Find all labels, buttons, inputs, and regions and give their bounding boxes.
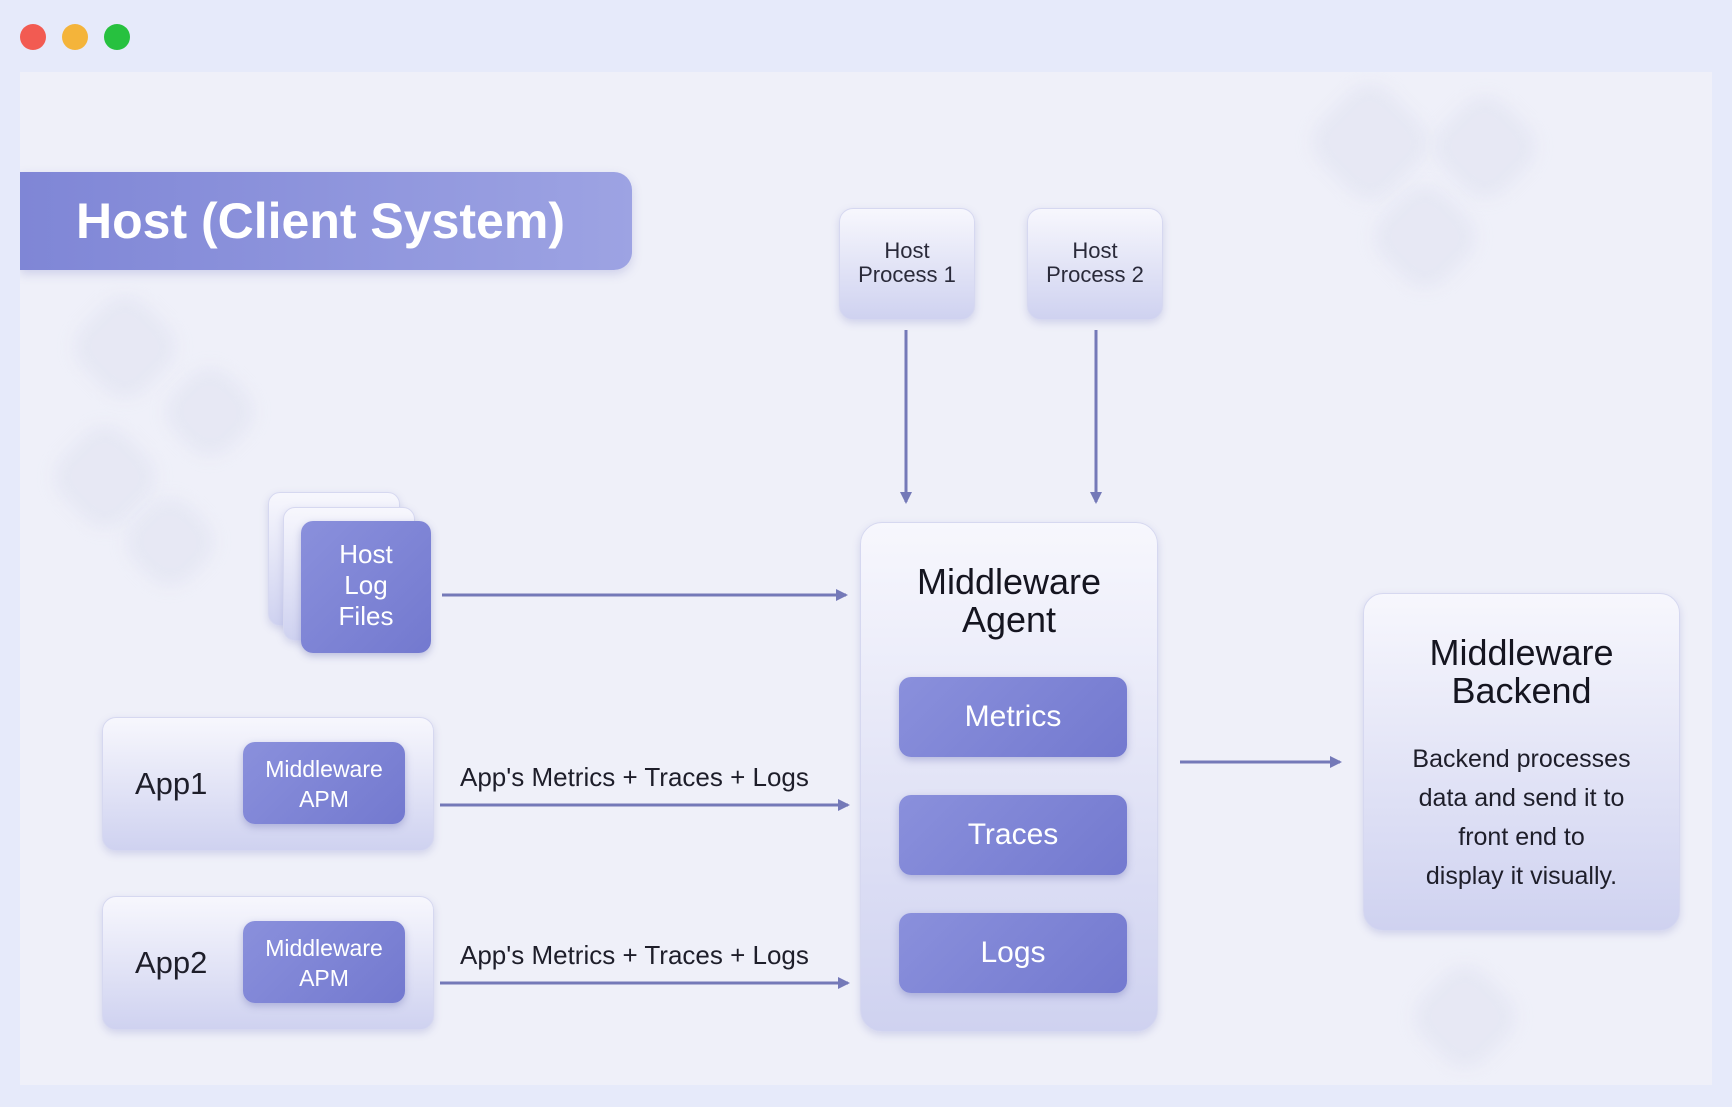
app1-label: App1 bbox=[135, 766, 208, 801]
middleware-agent-title-line2: Agent bbox=[961, 599, 1057, 640]
backend-desc-line4: display it visually. bbox=[1425, 862, 1618, 890]
flow-arrows bbox=[440, 330, 1342, 989]
middleware-agent-title: Middleware Agent bbox=[861, 563, 1157, 639]
host-process-1-node: Host Process 1 bbox=[839, 208, 975, 320]
host-process-2-node: Host Process 2 bbox=[1027, 208, 1163, 320]
middleware-agent-title-line1: Middleware bbox=[916, 561, 1102, 602]
middleware-backend-description: Backend processes data and send it to fr… bbox=[1364, 740, 1679, 896]
middleware-agent-node: Middleware Agent Metrics Traces Logs bbox=[860, 522, 1158, 1032]
host-process-1-label: Host Process 1 bbox=[840, 239, 974, 287]
host-process-1-line1: Host bbox=[884, 238, 930, 263]
app2-edge-label: App's Metrics + Traces + Logs bbox=[460, 940, 809, 970]
middleware-backend-title-line1: Middleware bbox=[1429, 632, 1614, 673]
host-log-files-line2: Log bbox=[344, 570, 388, 600]
host-log-files-line1: Host bbox=[339, 539, 393, 569]
app1-edge-label: App's Metrics + Traces + Logs bbox=[460, 762, 809, 792]
minimize-window-button[interactable] bbox=[62, 24, 88, 50]
app2-apm-line2: APM bbox=[299, 965, 349, 991]
app2-apm-line1: Middleware bbox=[265, 935, 383, 961]
host-process-2-line2: Process 2 bbox=[1046, 262, 1144, 287]
banner-title: Host (Client System) bbox=[76, 193, 565, 249]
host-process-1-line2: Process 1 bbox=[858, 262, 956, 287]
app1-middleware-apm: Middleware APM bbox=[243, 742, 405, 824]
app2-node: App2 Middleware APM bbox=[102, 896, 434, 1030]
app1-apm-line2: APM bbox=[299, 786, 349, 812]
middleware-backend-title-line2: Backend bbox=[1451, 670, 1592, 711]
agent-metrics-module: Metrics bbox=[899, 677, 1127, 757]
app2-label: App2 bbox=[135, 945, 208, 980]
app1-apm-line1: Middleware bbox=[265, 756, 383, 782]
host-process-2-label: Host Process 2 bbox=[1028, 239, 1162, 287]
middleware-backend-title: Middleware Backend bbox=[1364, 634, 1679, 710]
host-client-system-banner: Host (Client System) bbox=[20, 172, 632, 270]
app2-middleware-apm: Middleware APM bbox=[243, 921, 405, 1003]
maximize-window-button[interactable] bbox=[104, 24, 130, 50]
diagram-canvas: Host (Client System) Host Process 1 bbox=[20, 72, 1712, 1085]
host-process-2-line1: Host bbox=[1072, 238, 1118, 263]
close-window-button[interactable] bbox=[20, 24, 46, 50]
host-log-files-line3: Files bbox=[338, 601, 394, 631]
app1-node: App1 Middleware APM bbox=[102, 717, 434, 851]
backend-desc-line1: Backend processes bbox=[1412, 745, 1631, 773]
agent-traces-module: Traces bbox=[899, 795, 1127, 875]
middleware-backend-node: Middleware Backend Backend processes dat… bbox=[1363, 593, 1680, 931]
backend-desc-line3: front end to bbox=[1458, 823, 1585, 851]
backend-desc-line2: data and send it to bbox=[1418, 784, 1625, 812]
host-log-files-node: Host Log Files bbox=[301, 521, 431, 653]
agent-logs-module: Logs bbox=[899, 913, 1127, 993]
